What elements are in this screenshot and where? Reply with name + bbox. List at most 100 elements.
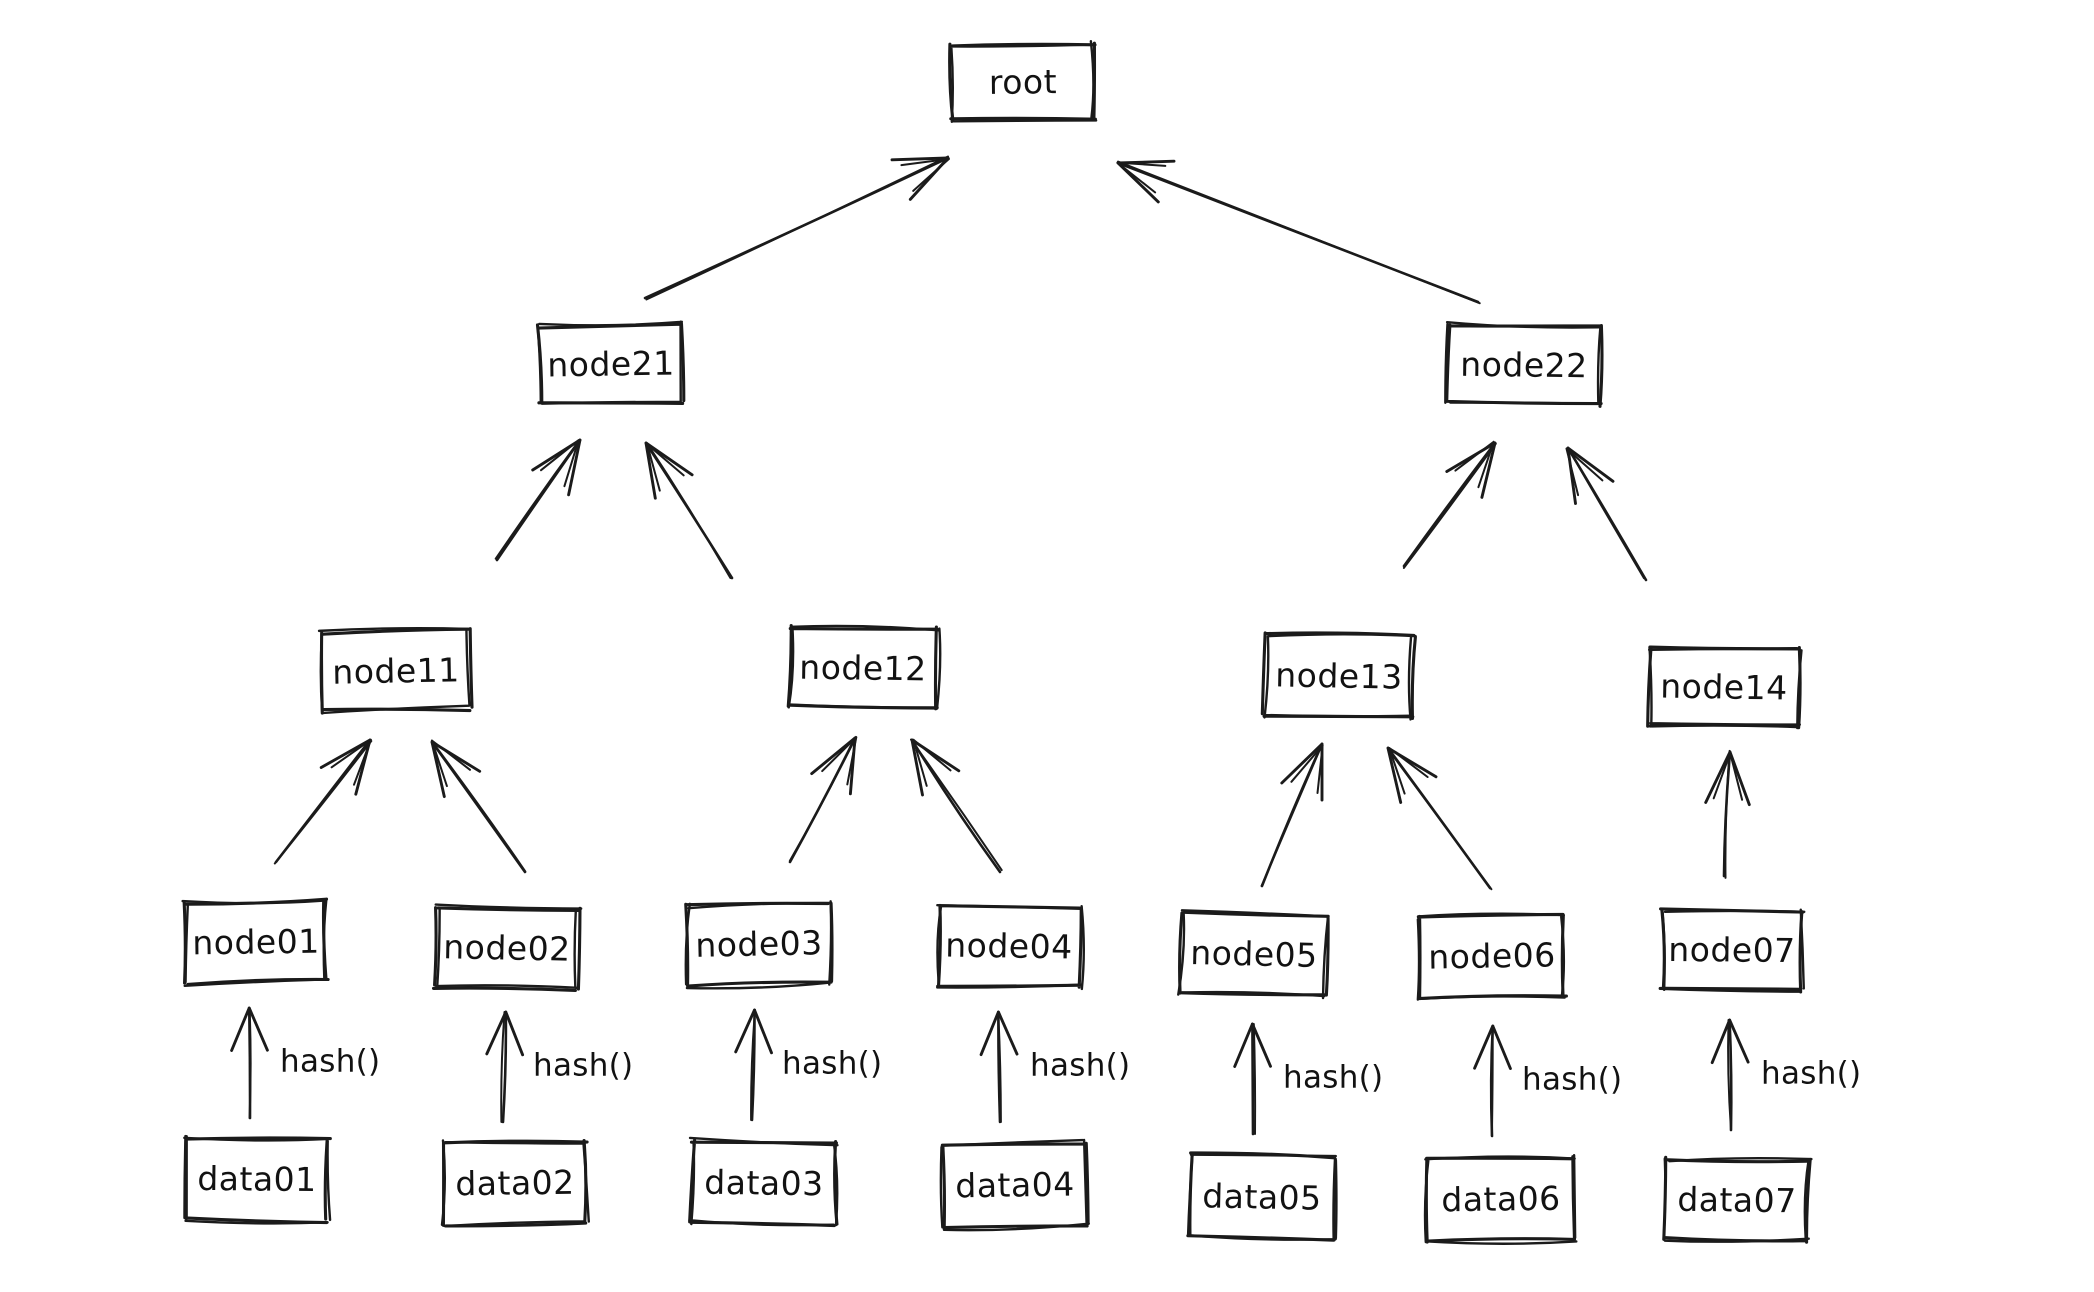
edge-arrowhead [910,738,961,797]
node-box-outline-pass2 [1177,909,1330,1000]
edge-node11-to-node21 [494,438,582,562]
node-box-outline-pass2 [1661,908,1806,992]
edge-arrowhead-pass2 [912,738,952,787]
hash-edge-label: hash() [533,1048,633,1084]
hash-arrow-line-pass2 [248,1007,252,1119]
edge-arrowhead-pass2 [646,443,685,492]
edge-arrowhead-pass2 [430,739,471,788]
node-box-outline-pass2 [181,898,328,987]
edge-line-pass2 [1117,160,1481,305]
node-box-outline [1416,912,1568,1001]
node-label: data01 [197,1159,317,1199]
edge-line-pass2 [1402,442,1497,569]
node-box-outline-pass2 [684,900,833,990]
node-node07[interactable]: node07 [1658,907,1806,994]
edge-line-pass2 [645,155,949,301]
node-box-outline [431,906,582,992]
edges-layer [273,155,1751,891]
node-node22[interactable]: node22 [1444,320,1604,408]
edge-line-pass2 [1567,448,1645,580]
node-node21[interactable]: node21 [535,320,686,406]
node-label: root [989,62,1058,102]
edge-line-pass2 [788,735,857,862]
node-node03[interactable]: node03 [684,900,834,990]
hash-arrow-line-pass2 [1252,1023,1257,1135]
node-box-outline-pass2 [440,1139,590,1228]
edge-arrowhead-pass2 [1565,447,1604,497]
node-label: data03 [704,1163,824,1204]
node-label: node02 [443,927,571,968]
edge-arrowhead-pass2 [1712,752,1744,801]
node-node01[interactable]: node01 [181,897,330,987]
node-label: node05 [1190,933,1318,975]
node-box-outline-pass2 [1416,912,1566,1001]
node-box-outline-pass2 [688,1136,839,1227]
node-label: node21 [547,344,675,385]
node-box-outline-pass2 [1186,1153,1338,1241]
node-data04[interactable]: data04 [939,1138,1090,1232]
node-node12[interactable]: node12 [786,623,942,711]
edge-node07-to-node14 [1704,749,1751,879]
node-label: node14 [1660,667,1788,708]
hash-arrow-line [501,1010,508,1124]
edge-arrowhead [810,736,857,796]
node-box-outline-pass2 [434,903,583,990]
node-node05[interactable]: node05 [1177,909,1330,1000]
node-box-outline [1186,1151,1337,1242]
node-data05[interactable]: data05 [1186,1151,1338,1242]
hash-arrow-line-pass2 [1490,1025,1494,1137]
hash-arrowhead [1710,1018,1750,1065]
node-box-outline-pass2 [1444,320,1602,405]
node-data02[interactable]: data02 [440,1139,590,1228]
hash-edges-layer: hash()hash()hash()hash()hash()hash()hash… [230,1006,1861,1138]
node-label: data02 [455,1163,575,1203]
node-box-outline-pass2 [317,627,471,715]
hash-edge-label: hash() [280,1044,380,1080]
edge-arrowhead-pass2 [1116,161,1167,194]
node-label: node06 [1428,935,1556,976]
hash-edge-data06-to-node06: hash() [1473,1024,1622,1138]
node-label: data07 [1677,1180,1797,1220]
edge-arrowhead-pass2 [900,157,950,192]
node-box-outline [1178,910,1330,997]
node-box-outline-pass2 [939,1138,1090,1232]
hash-edge-data02-to-node02: hash() [485,1010,633,1124]
node-data01[interactable]: data01 [183,1134,332,1225]
hash-edge-label: hash() [1522,1062,1622,1098]
node-node02[interactable]: node02 [431,903,583,992]
hash-arrowhead [1233,1022,1272,1068]
hash-arrow-line-pass2 [500,1011,506,1123]
hash-arrow-line-pass2 [750,1009,756,1121]
node-data03[interactable]: data03 [688,1136,839,1228]
edge-arrowhead-pass2 [821,736,858,786]
node-node04[interactable]: node04 [936,903,1085,991]
hash-edge-data05-to-node05: hash() [1233,1022,1383,1136]
node-box-outline [319,627,474,715]
node-node13[interactable]: node13 [1260,631,1417,721]
edge-line [1402,441,1497,568]
hash-arrow-line [1251,1022,1255,1136]
node-label: node07 [1668,930,1796,970]
node-box-outline [786,623,939,711]
node-data06[interactable]: data06 [1423,1153,1578,1245]
node-box-outline [1662,1155,1812,1244]
node-node14[interactable]: node14 [1646,645,1803,730]
hash-edge-label: hash() [782,1046,882,1082]
hash-arrowhead [485,1010,525,1057]
hash-edge-label: hash() [1283,1060,1383,1096]
node-node06[interactable]: node06 [1416,912,1568,1001]
node-root[interactable]: root [948,39,1098,123]
node-box-outline-pass2 [1263,633,1417,721]
edge-node01-to-node11 [273,738,373,865]
edge-node14-to-node22 [1565,446,1648,582]
edge-node12-to-node21 [644,441,734,580]
node-node11[interactable]: node11 [317,627,474,715]
node-label: node03 [695,923,823,965]
edge-arrowhead [644,441,694,500]
node-box-outline [183,1135,332,1225]
edge-line-pass2 [910,738,1003,872]
node-data07[interactable]: data07 [1662,1155,1813,1244]
edge-node02-to-node11 [430,739,527,874]
edge-arrowhead-pass2 [1290,744,1324,794]
nodes-layer: root node21 node22 node11 node12 node13 node14… [181,39,1813,1245]
